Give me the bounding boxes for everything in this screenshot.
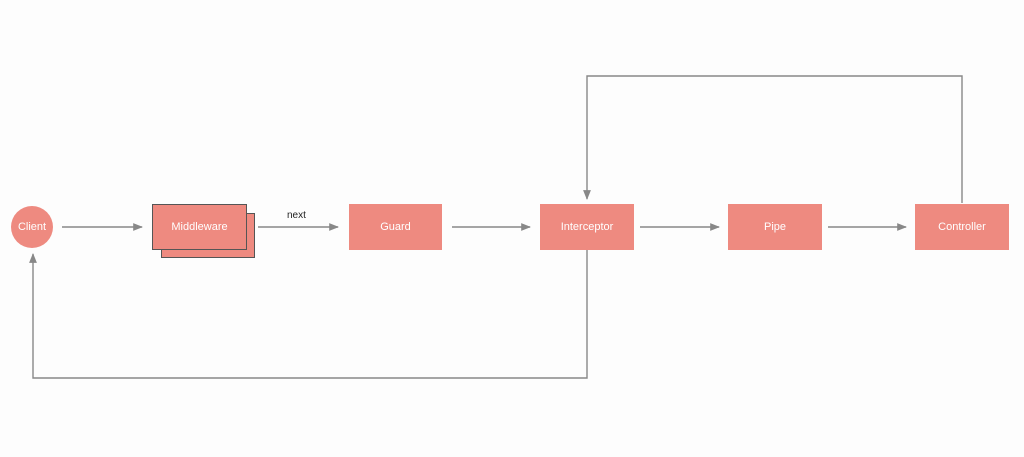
client-label: Client [17,221,47,233]
interceptor-label: Interceptor [560,221,614,233]
interceptor-node: Interceptor [540,204,634,250]
guard-node: Guard [349,204,442,250]
edge-interceptor-client [29,250,588,379]
pipe-node: Pipe [728,204,822,250]
guard-label: Guard [380,221,411,233]
edge-controller-interceptor [583,75,963,203]
next-edge-label: next [287,210,306,221]
controller-node: Controller [915,204,1009,250]
client-node: Client [11,206,53,248]
controller-label: Controller [938,221,986,233]
middleware-node: Middleware [152,204,247,250]
middleware-label: Middleware [171,221,228,233]
pipe-label: Pipe [763,221,787,233]
